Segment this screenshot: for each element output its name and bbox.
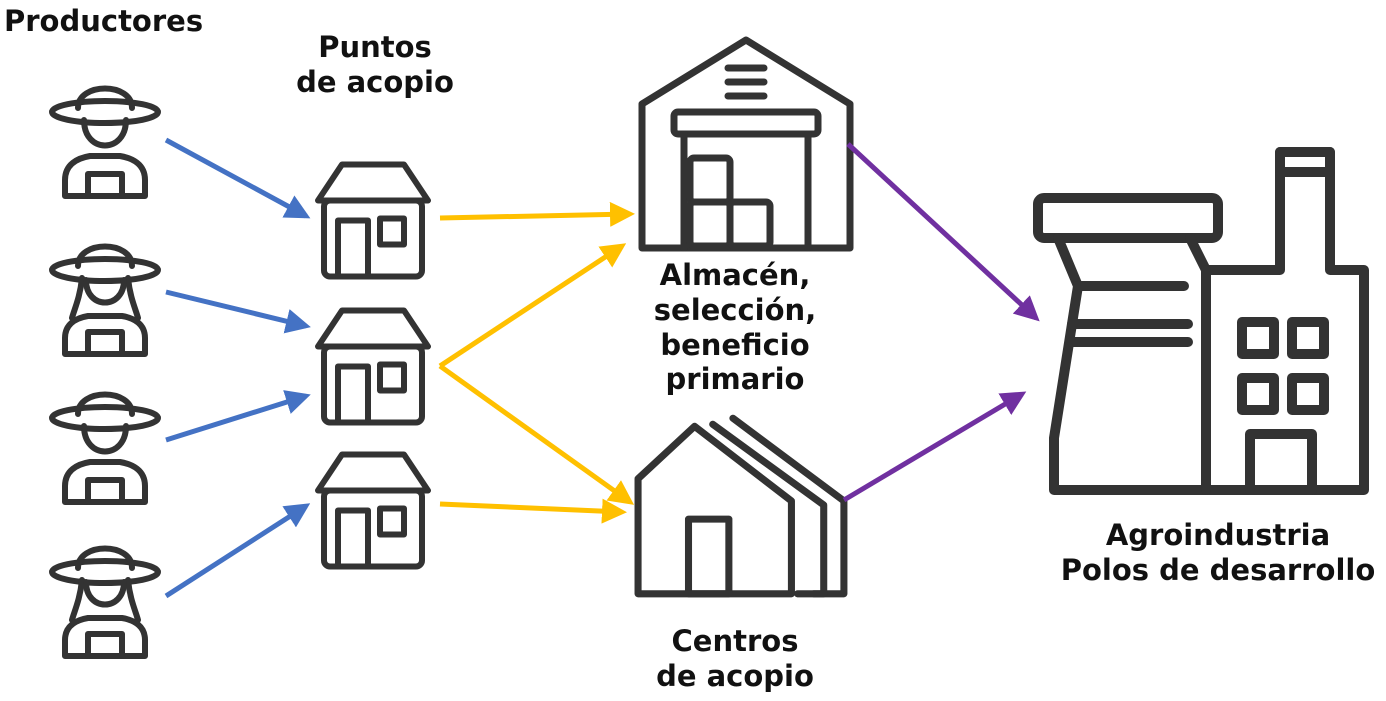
house-icon <box>318 311 428 423</box>
label-collection-centers-line-2: de acopio <box>656 658 814 693</box>
label-warehouse: Almacén, selección, beneficio primario <box>610 258 860 397</box>
label-producers-text: Productores <box>4 4 204 38</box>
arrow-point-1-to-warehouse <box>439 201 635 227</box>
farmer-icon <box>52 395 158 503</box>
arrow-warehouse-to-agroindustry <box>846 142 1040 322</box>
label-warehouse-line-2: selección, <box>653 292 817 327</box>
label-collection-centers-line-1: Centros <box>671 624 799 658</box>
warehouse <box>642 40 850 248</box>
house-icon <box>318 455 428 567</box>
label-producers: Productores <box>4 4 203 39</box>
house-icon <box>318 165 428 277</box>
collection-centers <box>638 418 844 594</box>
arrow-producer-4-to-point-3 <box>164 503 311 599</box>
arrow-producer-1-to-point-1 <box>164 137 311 219</box>
producer-farmer-4 <box>52 549 158 657</box>
arrow-point-2-to-centers <box>438 363 635 505</box>
farmer-icon <box>52 89 158 197</box>
label-collection-points: Puntos de acopio <box>255 30 495 100</box>
label-agroindustry-line-1: Agroindustria <box>1105 518 1331 552</box>
arrow-centers-to-agroindustry <box>842 391 1027 503</box>
arrow-producer-3-to-point-2 <box>165 390 311 443</box>
label-warehouse-line-1: Almacén, <box>659 258 811 292</box>
farmer-woman-icon <box>52 247 158 355</box>
warehouse-icon <box>642 40 850 248</box>
factory-icon <box>1038 152 1364 490</box>
label-collection-points-line-2: de acopio <box>296 64 454 99</box>
collection-point-1 <box>318 165 428 277</box>
collection-point-3 <box>318 455 428 567</box>
arrow-producer-2-to-point-2 <box>165 289 311 334</box>
houses-stack-icon <box>638 418 844 594</box>
farmer-woman-icon <box>52 549 158 657</box>
agroindustry <box>1038 152 1364 490</box>
label-warehouse-line-4: primario <box>665 362 805 397</box>
label-collection-points-line-1: Puntos <box>318 30 432 64</box>
arrow-point-2-to-warehouse <box>438 243 627 369</box>
label-collection-centers: Centros de acopio <box>610 624 860 694</box>
label-agroindustry: Agroindustria Polos de desarrollo <box>1040 518 1386 588</box>
label-warehouse-line-3: beneficio <box>660 327 810 362</box>
producer-farmer-1 <box>52 89 158 197</box>
producer-farmer-3 <box>52 395 158 503</box>
producer-farmer-2 <box>52 247 158 355</box>
collection-point-2 <box>318 311 428 423</box>
arrow-point-3-to-centers <box>439 498 627 524</box>
label-agroindustry-line-2: Polos de desarrollo <box>1060 552 1376 587</box>
